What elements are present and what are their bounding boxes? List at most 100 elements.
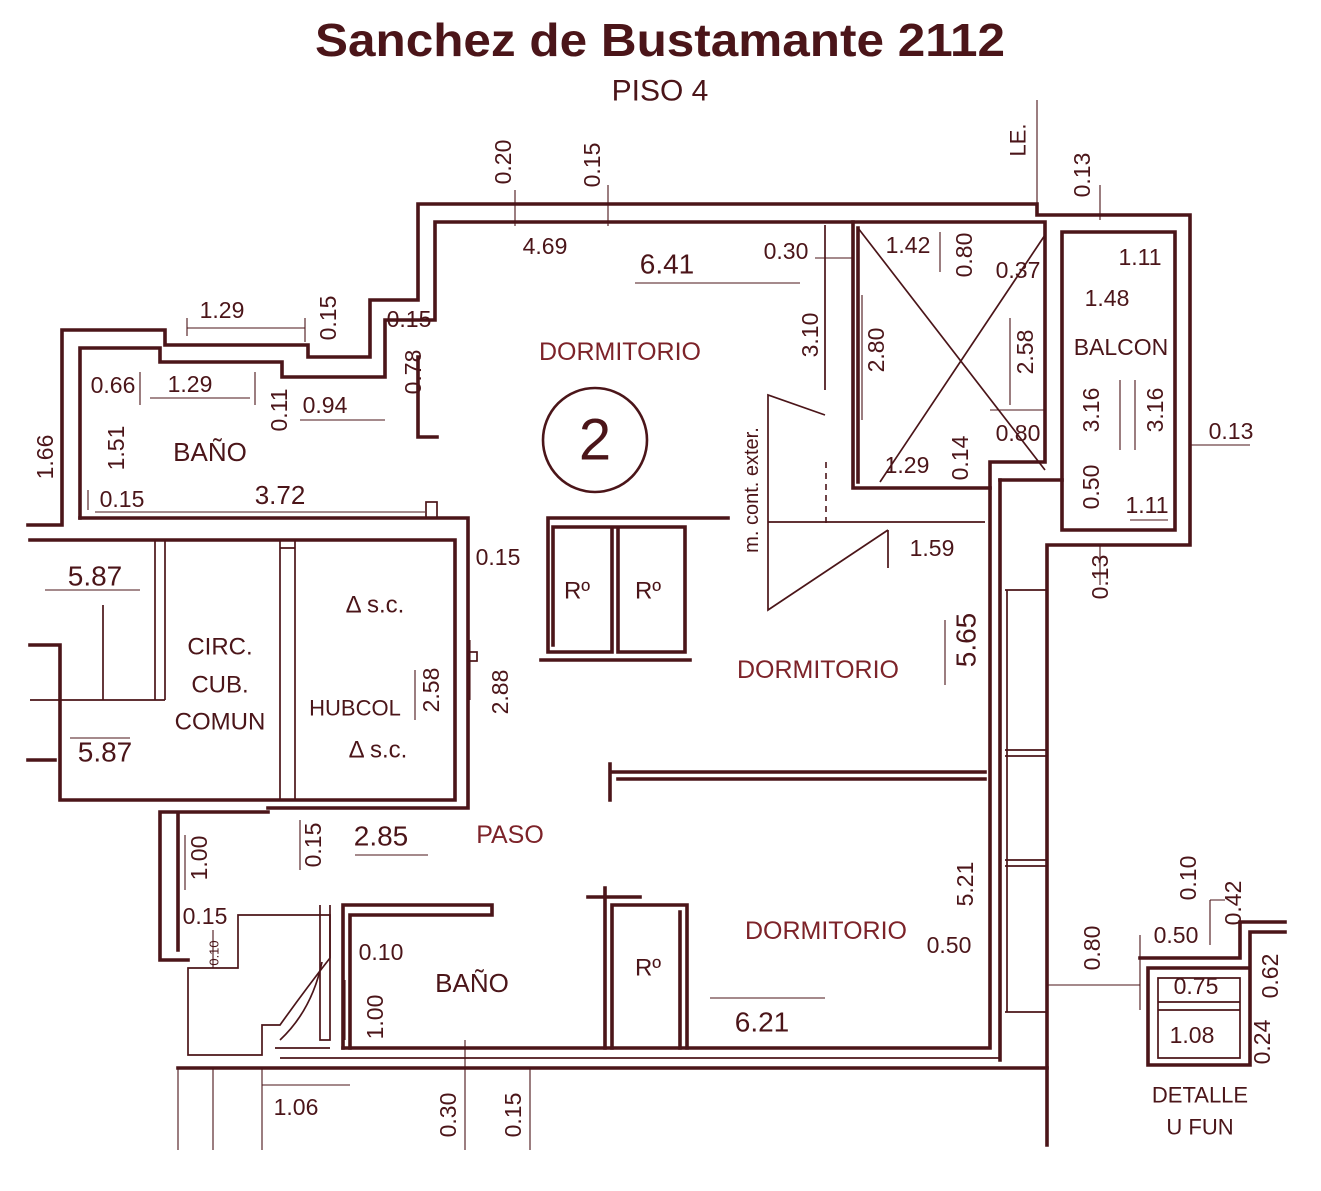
dimension-label: 5.21	[952, 862, 978, 907]
lower-closet-wall	[586, 886, 689, 1050]
dimension-label: 0.80	[1079, 926, 1105, 971]
dimension-label: 4.69	[523, 233, 568, 259]
dimension-label: 0.50	[1154, 922, 1199, 948]
plan-title: Sanchez de Bustamante 2112	[315, 14, 1005, 66]
room-label-dormitorio-mid: DORMITORIO	[737, 656, 899, 684]
unit-number: 2	[579, 408, 611, 473]
dimension-label: 0.80	[951, 233, 977, 278]
room-label-closet-2: Rº	[635, 578, 661, 605]
dimension-label: 6.21	[735, 1007, 790, 1038]
dimension-label: 1.51	[103, 426, 129, 471]
dimension-label: 3.72	[255, 480, 306, 510]
dimension-label: 1.29	[168, 371, 213, 397]
hallway-wall	[608, 762, 987, 802]
room-label-closet-3: Rº	[635, 955, 661, 982]
dimension-label: 1.00	[362, 995, 388, 1040]
dimension-label: 6.41	[640, 249, 695, 280]
dimension-label: 0.14	[947, 435, 973, 480]
hubcol-wall-outer	[78, 516, 470, 810]
room-label-closet-1: Rº	[564, 578, 590, 605]
dimension-label: 0.15	[315, 296, 341, 341]
detail-ufun-inner	[1157, 977, 1241, 1059]
dimension-label: 0.75	[1174, 973, 1219, 999]
dimension-label: 2.58	[418, 668, 444, 713]
dimension-label: 0.15	[500, 1093, 526, 1138]
dimension-label: 0.15	[579, 143, 605, 188]
stair-wall	[851, 220, 992, 490]
dimension-label: 0.15	[183, 903, 228, 929]
dimension-label: 0.62	[1257, 954, 1283, 999]
dimension-label: 2.58	[1012, 330, 1038, 375]
room-label-balcon: BALCON	[1074, 334, 1169, 360]
dimension-label: 0.13	[1069, 153, 1095, 198]
exterior-wall-inner	[78, 220, 1047, 1050]
dimension-label: 1.11	[1118, 244, 1161, 270]
wall-marker	[467, 651, 478, 662]
upper-closets-wall	[539, 516, 730, 662]
dimension-label: 0.30	[435, 1093, 461, 1138]
dimension-label: 3.16	[1142, 388, 1168, 433]
dimension-label: 0.94	[303, 392, 348, 418]
dimension-label: 5.87	[68, 561, 123, 592]
dimension-label: 0.15	[300, 823, 326, 868]
dimension-label: 5.87	[78, 737, 133, 768]
dimension-label: 0.42	[1220, 881, 1246, 926]
room-label-circ-1: CIRC.	[187, 634, 252, 661]
dimension-label: 0.10	[1175, 856, 1201, 901]
room-label-dormitorio-top: DORMITORIO	[539, 338, 701, 366]
walls	[26, 202, 1287, 1147]
dimension-label: 2.80	[863, 328, 889, 373]
dimension-label: 1.00	[186, 836, 212, 881]
exterior-wall-outer	[26, 202, 1192, 1147]
room-labels: DORMITORIO BAÑO CIRC. CUB. COMUN Δ s.c. …	[173, 334, 1168, 998]
lower-bath-wall	[341, 903, 494, 1050]
dimension-lines	[45, 100, 1251, 1150]
dimension-label: 1.42	[886, 232, 931, 258]
dimension-label: 5.65	[951, 613, 982, 668]
dimension-label: 0.10	[207, 940, 222, 965]
balcony-inner-wall	[1060, 230, 1177, 532]
dimension-label: 1.66	[32, 435, 58, 480]
room-label-dormitorio-bottom: DORMITORIO	[745, 917, 907, 945]
unit-number-circle	[541, 386, 649, 494]
room-label-sc-top: Δ s.c.	[346, 592, 405, 619]
circulation-wall	[28, 538, 457, 802]
dimension-label: 3.16	[1078, 388, 1104, 433]
notes: m. cont. exter. LE. DETALLE U FUN	[741, 123, 1248, 1139]
dimension-label: 3.10	[797, 313, 823, 358]
dimension-label: 0.15	[476, 544, 521, 570]
dimension-label: 1.29	[200, 297, 245, 323]
lower-bath-column	[319, 905, 331, 1041]
dimension-label: 1.08	[1170, 1022, 1215, 1048]
door-swing-triangle	[767, 393, 985, 612]
column-marker	[425, 501, 438, 519]
dimension-label: 0.30	[764, 238, 809, 264]
room-label-hubcol: HUBCOL	[309, 696, 401, 721]
stair-cross	[857, 227, 1046, 483]
dimension-label: 0.10	[359, 939, 404, 965]
room-label-paso: PASO	[476, 821, 544, 849]
dimension-label: 0.24	[1249, 1019, 1275, 1064]
door-swing-arc	[275, 961, 330, 1049]
room-label-bano-top: BAÑO	[173, 437, 247, 467]
dimension-label: 0.78	[400, 350, 426, 395]
corridor-left-wall	[158, 810, 270, 962]
dimension-label: 2.85	[354, 821, 409, 852]
bath-partition	[416, 355, 439, 439]
dimension-label: 1.48	[1085, 285, 1130, 311]
dimension-label: 0.80	[996, 420, 1041, 446]
dimension-label: 0.37	[996, 257, 1041, 283]
dimension-label: 0.50	[1078, 465, 1104, 510]
room-label-circ-3: COMUN	[175, 709, 266, 736]
dimension-label: 2.88	[487, 670, 513, 715]
dimension-label: 0.50	[927, 932, 972, 958]
floor-subtitle: PISO 4	[612, 75, 709, 108]
room-label-sc-bottom: Δ s.c.	[349, 737, 408, 764]
room-label-circ-2: CUB.	[191, 672, 248, 699]
note-detail-1: DETALLE	[1152, 1083, 1248, 1108]
dimension-label: 1.11	[1125, 492, 1168, 518]
shaft-hatched	[187, 914, 331, 1056]
hubcol-partition	[279, 540, 296, 800]
